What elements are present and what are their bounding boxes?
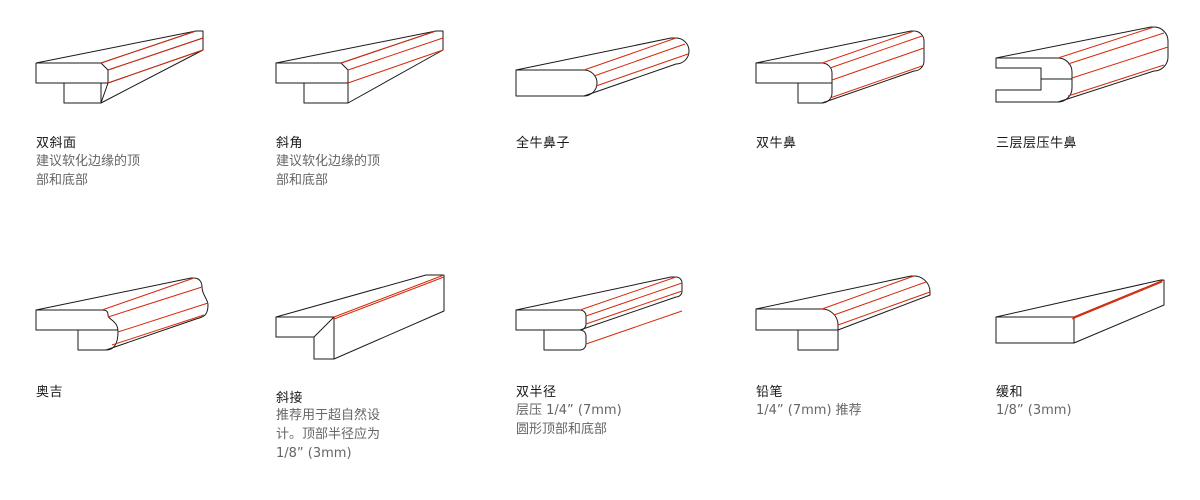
profile-description-line: 层压 1/4” (7mm) bbox=[516, 403, 622, 418]
pencil-drawing bbox=[755, 275, 931, 351]
profile-description-line: 部和底部 bbox=[276, 173, 329, 188]
profile-description-line: 1/8” (3mm) bbox=[996, 403, 1072, 418]
ogee-drawing bbox=[35, 277, 209, 351]
eased-drawing bbox=[995, 279, 1165, 344]
profile-title: 双牛鼻 bbox=[756, 136, 797, 151]
profile-full-bullnose: 全牛鼻子 bbox=[515, 28, 716, 198]
profile-triple-laminated-bullnose: 三层层压牛鼻 bbox=[995, 26, 1196, 198]
profile-description-line: 建议软化边缘的顶 bbox=[276, 154, 381, 169]
profile-bevel: 斜角 建议软化边缘的顶 部和底部 bbox=[275, 28, 476, 198]
profile-pencil: 铅笔 1/4” (7mm) 推荐 bbox=[755, 275, 956, 465]
mitered-drawing bbox=[275, 274, 445, 360]
bevel-drawing bbox=[275, 30, 444, 104]
double-bevel-drawing bbox=[35, 30, 204, 104]
profile-double-bullnose: 双牛鼻 bbox=[755, 28, 956, 198]
profile-title: 全牛鼻子 bbox=[516, 136, 571, 151]
profile-description-line: 部和底部 bbox=[36, 173, 89, 188]
profile-mitered: 斜接 推荐用于超自然设 计。顶部半径应为 1/8” (3mm) bbox=[275, 274, 476, 465]
profile-ogee: 奥吉 bbox=[35, 275, 236, 465]
double-radius-drawing bbox=[515, 276, 683, 351]
profile-description-line: 推荐用于超自然设 bbox=[276, 408, 381, 423]
profile-title: 斜接 bbox=[276, 391, 304, 406]
profile-title: 双半径 bbox=[516, 385, 557, 400]
profile-title: 缓和 bbox=[996, 385, 1024, 400]
profile-title: 铅笔 bbox=[756, 385, 784, 400]
profile-double-radius: 双半径 层压 1/4” (7mm) 圆形顶部和底部 bbox=[515, 275, 716, 465]
profile-description-line: 建议软化边缘的顶 bbox=[36, 154, 141, 169]
profile-title: 斜角 bbox=[276, 136, 304, 151]
profile-eased: 缓和 1/8” (3mm) bbox=[995, 275, 1196, 465]
double-bullnose-drawing bbox=[755, 30, 925, 104]
triple-laminated-bullnose-drawing bbox=[995, 26, 1169, 103]
profile-title: 奥吉 bbox=[36, 385, 64, 400]
profile-title: 双斜面 bbox=[36, 136, 77, 151]
profile-title: 三层层压牛鼻 bbox=[996, 136, 1078, 151]
full-bullnose-drawing bbox=[515, 37, 690, 97]
profile-description-line: 1/4” (7mm) 推荐 bbox=[756, 403, 862, 418]
profile-description-line: 计。顶部半径应为 bbox=[276, 427, 381, 442]
profile-description-line: 1/8” (3mm) bbox=[276, 446, 352, 461]
profile-description-line: 圆形顶部和底部 bbox=[516, 422, 608, 437]
profile-double-bevel: 双斜面 建议软化边缘的顶 部和底部 bbox=[35, 28, 236, 198]
